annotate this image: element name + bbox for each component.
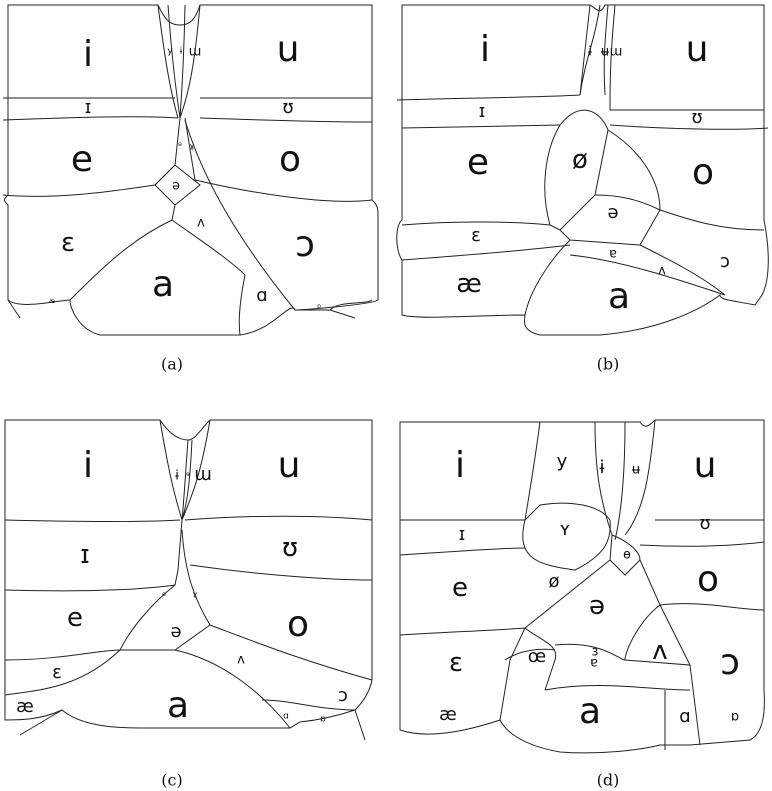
vowel-label: u (685, 29, 709, 70)
vowel-label: ɯ (188, 44, 202, 60)
vowel-label: æ (439, 704, 457, 725)
vowel-label: ɵ (162, 591, 166, 598)
vowel-label: ɑ (256, 285, 268, 306)
panel-d-boundaries (399, 419, 765, 754)
vowel-label: ɯ (194, 464, 212, 485)
vowel-label: ɑ (283, 711, 289, 722)
vowel-label: ø (572, 145, 588, 175)
vowel-label: i (479, 29, 491, 70)
vowel-label: u (277, 445, 301, 486)
vowel-label: ʏ (559, 519, 571, 540)
vowel-label: ʉ (631, 462, 641, 478)
panel-caption: (c) (161, 770, 183, 790)
vowel-label: a (607, 276, 631, 317)
vowel-label: e (67, 603, 83, 633)
vowel-label: u (276, 29, 300, 70)
vowel-label: o (278, 139, 302, 180)
vowel-label: ɛ (448, 648, 464, 678)
vowel-label: ɘ (186, 471, 190, 478)
vowel-label: æ (456, 269, 482, 299)
vowel-label: y (556, 451, 568, 472)
vowel-label: æ (49, 298, 55, 305)
vowel-label: ɛ (52, 662, 62, 683)
vowel-label: ə (170, 621, 182, 642)
vowel-label: o (691, 152, 715, 193)
vowel-label: ʊ (282, 97, 294, 118)
vowel-label: e (452, 573, 468, 603)
vowel-label: ə (607, 202, 619, 223)
vowel-label: e (70, 139, 94, 180)
vowel-label: ɔ (720, 251, 730, 272)
vowel-label: ɤ (189, 142, 195, 153)
vowel-label: ɑ (679, 706, 691, 727)
vowel-label: ɤ (192, 590, 198, 601)
vowel-label: a (151, 264, 175, 305)
vowel-label: ə (172, 178, 180, 194)
vowel-label: æ (16, 696, 34, 717)
vowel-label: y (167, 46, 173, 57)
panel-a-boundaries (2, 4, 379, 336)
vowel-label: ɔ (295, 224, 315, 265)
vowel-label: ɨ (175, 468, 179, 484)
vowel-label: ʌ (197, 215, 205, 231)
vowel-label: i (82, 34, 94, 75)
vowel-label: ɔ (338, 685, 348, 706)
vowel-label: i (454, 445, 466, 486)
vowel-label: ɪ (478, 101, 486, 122)
vowel-label: ɵ (623, 547, 631, 563)
vowel-label: ʌ (237, 652, 245, 668)
vowel-label: ɨ (588, 44, 592, 60)
vowel-label: ʌ (658, 263, 666, 279)
panel-b-boundaries (396, 4, 769, 336)
vowel-label: ɒ (730, 709, 740, 725)
vowel-label: e (466, 142, 490, 183)
vowel-label: ɪ (458, 524, 466, 545)
vowel-label: ʌ (652, 636, 668, 666)
vowel-label: o (286, 604, 310, 645)
vowel-label: o (696, 559, 720, 600)
vowel-label: ɔ (720, 642, 740, 683)
vowel-label: u (693, 445, 717, 486)
vowel-label: ɛ (471, 225, 481, 246)
vowel-label: a (578, 691, 602, 732)
vowel-label: ɨ (599, 457, 605, 478)
vowel-label: ɒ (320, 714, 326, 725)
panel-c-boundaries (4, 419, 373, 741)
vowel-label: ɜ (591, 644, 599, 660)
vowel-label: ʊ (699, 513, 711, 534)
vowel-label: ɛ (60, 228, 76, 258)
vowel-label: ɐ (590, 655, 598, 671)
vowel-label: œ (527, 646, 547, 667)
panel-caption: (b) (596, 354, 620, 374)
vowel-label: ʊ (281, 533, 299, 563)
vowel-label: ɘ (178, 141, 182, 148)
vowel-label: i (82, 445, 94, 486)
panel-caption: (d) (596, 770, 620, 790)
vowel-label: ɪ (80, 540, 90, 570)
vowel-label: ɐ (609, 246, 617, 262)
vowel-label: ə (589, 591, 605, 621)
vowel-label: ɪ (84, 97, 92, 118)
vowel-label: ʉ (600, 44, 610, 60)
vowel-label: ɒ (317, 303, 321, 310)
vowel-label: ø (548, 571, 560, 592)
vowel-label: a (166, 685, 190, 726)
panel-caption: (a) (160, 354, 184, 374)
vowel-label: ɯ (609, 44, 623, 60)
vowel-label: ɨ (179, 46, 183, 57)
vowel-label: ʊ (691, 107, 703, 128)
